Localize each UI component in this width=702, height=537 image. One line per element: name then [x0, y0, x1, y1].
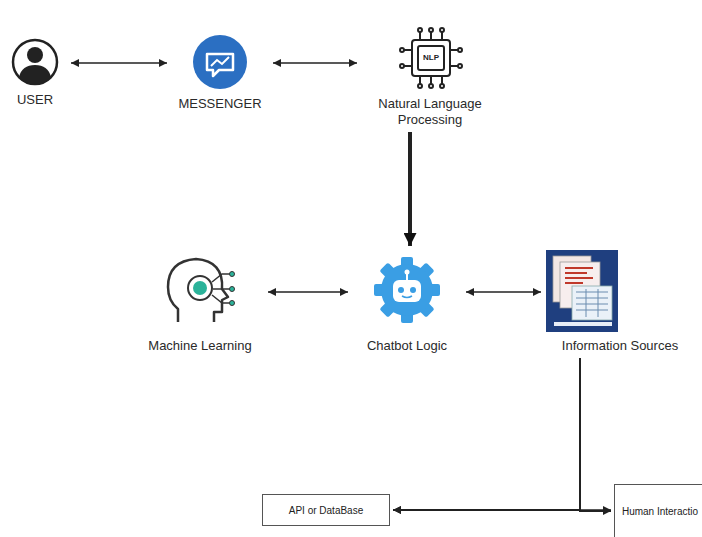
connector-arrow [268, 291, 348, 293]
connector-arrow [393, 509, 611, 511]
node-label: Chatbot Logic [351, 338, 463, 354]
channel-node: MESSENGER [170, 34, 270, 112]
messenger-icon [193, 35, 247, 89]
node-label: API or DataBase [289, 504, 363, 517]
node-label: Human Interactio [622, 505, 698, 518]
node-label: Machine Learning [135, 338, 265, 354]
process-box: Human Interactio [614, 484, 702, 537]
user-icon [13, 40, 57, 84]
chip-label: NLP [413, 53, 449, 62]
connector-arrow [466, 291, 541, 293]
connector-arrow [580, 358, 611, 511]
process-node: Chatbot Logic [351, 250, 463, 354]
process-node: Machine Learning [135, 250, 265, 354]
nlp-chip-icon [400, 28, 462, 88]
connector-arrow [71, 62, 167, 64]
node-label: Information Sources [544, 338, 696, 354]
process-node: Natural Language Processing [360, 28, 500, 128]
node-label: MESSENGER [170, 96, 270, 112]
node-label: Natural Language Processing [360, 96, 500, 128]
process-box: API or DataBase [262, 494, 390, 526]
information-sources-icon [546, 250, 618, 332]
chatbot-gear-icon [374, 257, 440, 323]
source-node: Information Sources [544, 250, 696, 354]
machine-learning-icon [168, 259, 235, 322]
connector-arrow [273, 62, 357, 64]
connector-arrow [408, 132, 412, 246]
connector-arrow [393, 358, 580, 510]
actor-node: USER [2, 38, 68, 108]
node-label: USER [2, 92, 68, 108]
